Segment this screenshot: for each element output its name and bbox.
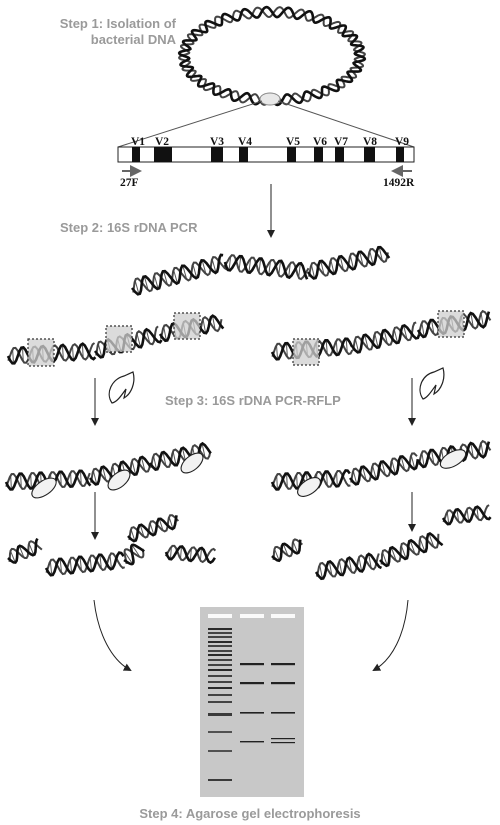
sample-band — [271, 738, 295, 740]
sample-band — [240, 741, 264, 743]
bound-enzyme-icon — [180, 452, 204, 474]
ladder-band — [208, 654, 232, 656]
ladder-band — [208, 675, 232, 677]
step-2-label: Step 2: 16S rDNA PCR — [60, 220, 198, 235]
variable-region-block — [287, 147, 296, 162]
step-1-line-2: bacterial DNA — [90, 32, 176, 47]
ladder-band — [208, 694, 232, 696]
left-restriction-sites — [27, 312, 201, 367]
gel-bands — [208, 628, 295, 781]
variable-region-block — [335, 147, 344, 162]
variable-region-block — [314, 147, 323, 162]
gel-well — [271, 614, 295, 618]
variable-region-block — [239, 147, 248, 162]
restriction-site-box — [292, 338, 320, 366]
right-restriction-enzyme-icon — [419, 367, 445, 400]
sample-band — [240, 682, 264, 685]
ladder-band — [208, 628, 232, 630]
ladder-band — [208, 701, 232, 703]
ladder-band — [208, 669, 232, 671]
zoom-origin-marker — [259, 92, 281, 106]
step-1-line-1: Step 1: Isolation of — [59, 16, 176, 31]
pcr-amplicon-dna — [130, 245, 391, 296]
variable-region-label: V1 — [131, 136, 145, 148]
variable-region-label: V5 — [286, 136, 300, 148]
sample-band — [240, 663, 264, 666]
ladder-band — [208, 713, 232, 716]
left-restriction-enzyme-icon — [108, 371, 135, 404]
ladder-band — [208, 687, 232, 689]
bound-enzyme-icon — [31, 477, 57, 499]
variable-region-label: V9 — [395, 136, 409, 148]
step-4-label: Step 4: Agarose gel electrophoresis — [139, 806, 361, 821]
step-3-label: Step 3: 16S rDNA PCR-RFLP — [165, 393, 341, 408]
left-curved-arrow — [93, 599, 132, 671]
circular-bacterial-dna — [177, 5, 367, 107]
ladder-band — [208, 750, 232, 752]
ladder-band — [208, 645, 232, 647]
bound-enzymes — [31, 449, 467, 499]
sample-band — [271, 742, 295, 744]
ladder-band — [208, 779, 232, 781]
bound-enzyme-icon — [107, 469, 131, 491]
ladder-band — [208, 659, 232, 661]
bound-enzyme-icon — [439, 449, 467, 469]
gel-wells — [208, 614, 295, 618]
gel-well — [208, 614, 232, 618]
sample-band — [271, 663, 295, 666]
variable-region-block — [364, 147, 375, 162]
reverse-primer-label: 1492R — [383, 177, 415, 189]
variable-region-block — [396, 147, 404, 162]
variable-region-label: V3 — [210, 136, 224, 148]
agarose-gel — [200, 607, 304, 797]
ladder-band — [208, 641, 232, 643]
sample-band — [271, 682, 295, 685]
right-curved-arrow — [372, 599, 409, 671]
sample-band — [240, 712, 264, 714]
variable-region-label: V2 — [155, 136, 169, 148]
variable-region-blocks — [132, 147, 404, 162]
right-restriction-sites — [292, 310, 465, 366]
ladder-band — [208, 731, 232, 733]
variable-region-labels: V1 V2 V3 V4 V5 V6 V7 V8 V9 — [131, 136, 409, 148]
restriction-site-box — [173, 312, 201, 340]
step-1-label: Step 1: Isolation of bacterial DNA — [8, 16, 176, 48]
16s-gene-map: V1 V2 V3 V4 V5 V6 V7 V8 V9 27F 1492R — [117, 136, 415, 189]
bound-enzyme-icon — [297, 477, 321, 497]
restriction-fragments — [7, 504, 492, 581]
zoom-lines — [117, 100, 415, 148]
variable-region-block — [211, 147, 223, 162]
restriction-site-box — [27, 338, 55, 367]
variable-region-label: V4 — [238, 136, 252, 148]
variable-region-label: V7 — [334, 136, 348, 148]
ladder-band — [208, 664, 232, 666]
ladder-band — [208, 632, 232, 634]
gel-well — [240, 614, 264, 618]
sample-band — [271, 712, 295, 714]
variable-region-label: V8 — [363, 136, 377, 148]
variable-region-label: V6 — [313, 136, 327, 148]
ladder-band — [208, 650, 232, 652]
variable-region-block — [154, 147, 172, 162]
ladder-band — [208, 681, 232, 683]
variable-region-block — [132, 147, 140, 162]
restriction-site-box — [437, 310, 465, 338]
forward-primer-label: 27F — [120, 177, 139, 189]
ladder-band — [208, 636, 232, 638]
restriction-site-box — [105, 325, 133, 353]
